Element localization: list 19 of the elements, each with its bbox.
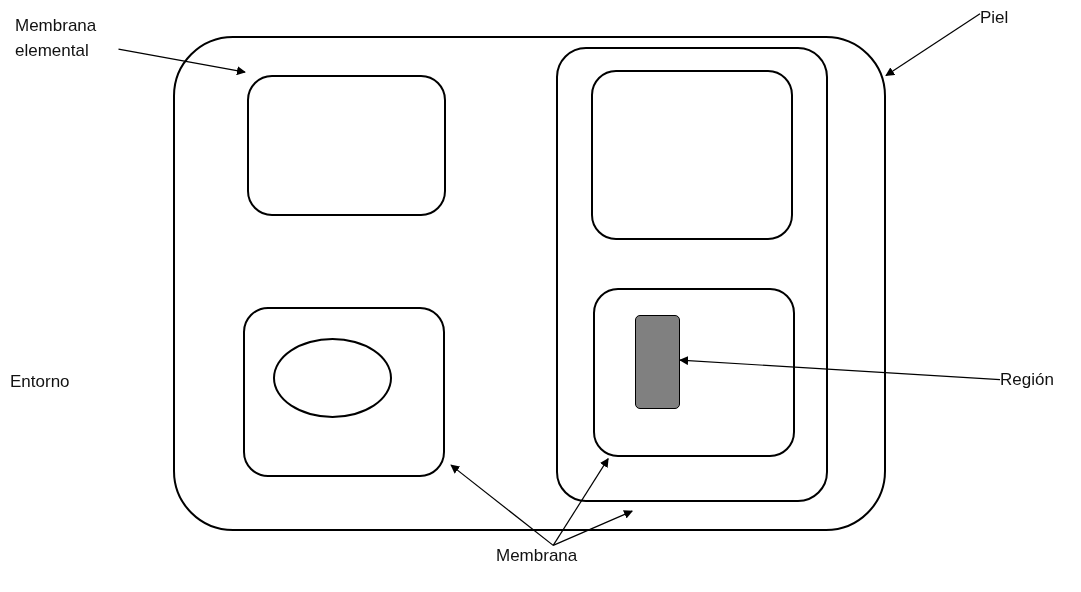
arrow bbox=[885, 13, 981, 77]
oval bbox=[273, 338, 392, 418]
rounded-box bbox=[173, 36, 886, 531]
filled-bar bbox=[635, 315, 680, 409]
label-text: Piel bbox=[980, 6, 1022, 31]
label-text: Membrana bbox=[496, 544, 600, 569]
label-text: Entorno bbox=[10, 372, 70, 392]
arrow bbox=[117, 48, 246, 76]
rounded-box bbox=[593, 288, 795, 457]
label-text: Membrana elemental bbox=[15, 14, 130, 64]
label-text: Región bbox=[1000, 368, 1076, 393]
rounded-box bbox=[243, 307, 445, 477]
rounded-box bbox=[556, 47, 828, 502]
arrow bbox=[552, 510, 633, 546]
arrow bbox=[552, 457, 609, 546]
arrow bbox=[679, 356, 1001, 381]
arrow bbox=[450, 464, 554, 546]
rounded-box bbox=[591, 70, 793, 240]
rounded-box bbox=[247, 75, 446, 216]
